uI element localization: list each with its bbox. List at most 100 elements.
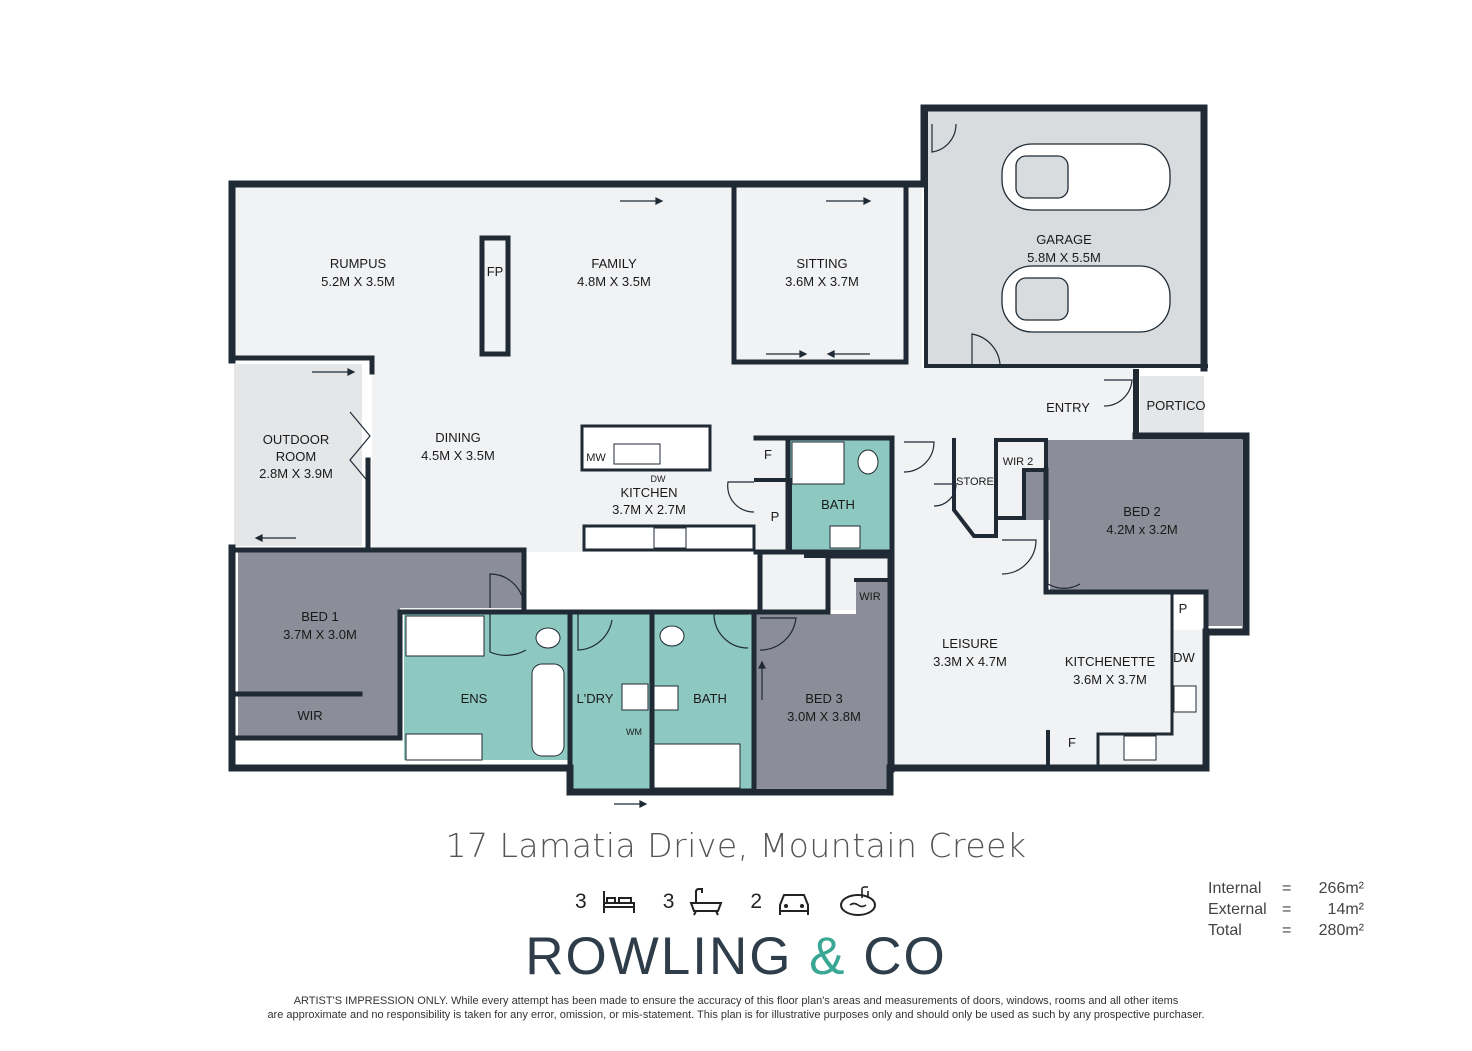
arrowhead-bed1 — [254, 534, 263, 542]
bed3-door-swing — [759, 617, 797, 651]
car-window-1 — [1015, 155, 1069, 199]
area-internal-value: 266m² — [1318, 880, 1364, 897]
fireplace — [479, 235, 511, 357]
label-portico: PORTICO — [1147, 398, 1206, 413]
label-dw2: DW — [1173, 650, 1195, 665]
portico-floor — [1140, 376, 1204, 434]
arrowhead-sit-l — [799, 350, 808, 358]
size-kitchen: 3.7M X 2.7M — [612, 502, 686, 517]
outdoor-floor — [234, 364, 362, 546]
main-bath-shower — [791, 441, 845, 485]
label-bath2: BATH — [693, 691, 727, 706]
arrowhead-bed3 — [758, 660, 766, 669]
area-total-eq: = — [1282, 922, 1292, 939]
bath2-basin — [653, 685, 679, 711]
outdoor-bifold — [349, 411, 371, 485]
pool-icon — [840, 886, 877, 916]
area-internal-eq: = — [1282, 880, 1292, 897]
bed2-floor — [1024, 440, 1242, 626]
wall-sitting-left — [731, 183, 909, 365]
feature-cars: 2 — [750, 887, 812, 917]
property-address: 17 Lamatia Drive, Mountain Creek — [445, 826, 1027, 865]
wall-bed2-outer — [1132, 432, 1250, 636]
label-ens: ENS — [461, 691, 488, 706]
size-leisure: 3.3M X 4.7M — [933, 654, 1007, 669]
area-external-value: 14m² — [1327, 901, 1364, 918]
garage-door-swing — [971, 333, 1001, 368]
kitchenette-sink — [1173, 685, 1197, 713]
floor-fills — [234, 110, 1242, 790]
label-outdoor-2: ROOM — [276, 449, 316, 464]
wall-garage-left — [924, 108, 1208, 368]
ens-door-swing — [489, 612, 527, 656]
label-wm: WM — [626, 727, 642, 737]
baths-count: 3 — [662, 890, 675, 913]
brand-logo: ROWLING & CO — [0, 926, 1472, 987]
wall-ens-left — [235, 609, 403, 741]
size-garage: 5.8M X 5.5M — [1027, 250, 1101, 265]
label-wir3: WIR — [859, 591, 880, 603]
area-internal: Internal = 266m² — [1208, 878, 1364, 899]
bed2-door-swing — [1047, 552, 1081, 589]
bed1-wir-floor — [238, 698, 400, 736]
label-dw: DW — [651, 474, 666, 484]
brand-text-2: CO — [846, 927, 947, 986]
store-floor — [956, 444, 996, 506]
area-total-value: 280m² — [1318, 922, 1364, 939]
room-labels: RUMPUS 5.2M X 3.5M FAMILY 4.8M X 3.5M SI… — [259, 232, 1205, 724]
label-outdoor-1: OUTDOOR — [263, 432, 329, 447]
bed1-door-swing — [489, 573, 525, 609]
label-f2: F — [1068, 735, 1076, 750]
toilet-ens — [535, 627, 561, 649]
cars — [1001, 143, 1171, 333]
main-floor — [234, 186, 1202, 770]
bed3-floor — [756, 580, 888, 788]
arrowhead-outdoor — [347, 368, 356, 376]
label-family: FAMILY — [591, 256, 637, 271]
bath2-shower — [653, 743, 741, 789]
slider-arrows — [254, 197, 872, 808]
brand-ampersand: & — [809, 927, 847, 986]
label-dining: DINING — [435, 430, 481, 445]
bed1-floor — [238, 548, 524, 738]
car-window-2 — [1015, 277, 1069, 321]
disclaimer-line-2: are approximate and no responsibility is… — [267, 1009, 1205, 1021]
area-summary: Internal = 266m² External = 14m² Total =… — [1208, 878, 1364, 941]
hall-door-swing — [903, 441, 935, 473]
feature-baths: 3 — [663, 887, 725, 917]
main-bath-vanity — [829, 525, 861, 549]
area-external-label: External — [1208, 901, 1267, 918]
ens-shower — [405, 615, 485, 657]
size-bed1: 3.7M X 3.0M — [283, 627, 357, 642]
area-internal-label: Internal — [1208, 880, 1262, 897]
label-ldry: L'DRY — [577, 691, 614, 706]
label-bed2: BED 2 — [1123, 504, 1161, 519]
feature-beds: 3 — [575, 887, 637, 917]
size-dining: 4.5M X 3.5M — [421, 448, 495, 463]
label-p2: P — [1179, 601, 1188, 616]
arrowhead-sitting — [863, 197, 872, 205]
bath2-door-swing — [713, 613, 749, 649]
ens-vanity — [405, 733, 483, 761]
store-door-swing — [933, 483, 957, 507]
disclaimer-line-1: ARTIST'S IMPRESSION ONLY. While every at… — [293, 995, 1179, 1007]
label-garage: GARAGE — [1036, 232, 1092, 247]
label-fp: FP — [487, 264, 504, 279]
size-family: 4.8M X 3.5M — [577, 274, 651, 289]
brand-text-1: ROWLING — [525, 927, 810, 986]
label-store: STORE — [956, 476, 994, 488]
wall-wir2 — [994, 438, 1048, 520]
label-mw: MW — [586, 452, 606, 464]
cooktop — [653, 527, 687, 549]
label-kitchen: KITCHEN — [620, 485, 677, 500]
pantry-door-swing — [727, 481, 755, 513]
area-external-eq: = — [1282, 901, 1292, 918]
label-leisure: LEISURE — [942, 636, 998, 651]
toilet-bath2 — [659, 625, 685, 647]
label-bath-main: BATH — [821, 497, 855, 512]
area-external: External = 14m² — [1208, 899, 1364, 920]
cars-count: 2 — [750, 890, 763, 913]
label-rumpus: RUMPUS — [330, 256, 387, 271]
arrowhead-ldry — [639, 800, 648, 808]
wir2-door-swing — [1001, 539, 1037, 575]
